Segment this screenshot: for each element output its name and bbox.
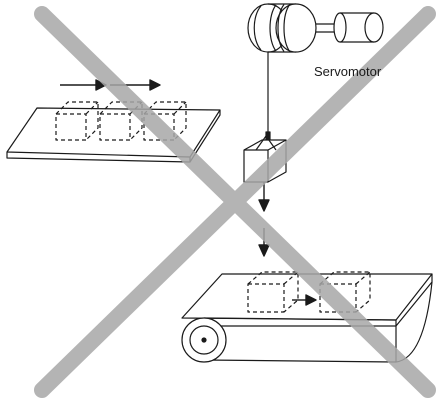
cable-drum bbox=[247, 3, 317, 53]
servomotor bbox=[247, 3, 384, 53]
conveyor-belt bbox=[181, 273, 433, 363]
table-workpieces bbox=[55, 101, 187, 141]
servomotor-label: Servomotor bbox=[314, 64, 382, 79]
lowering-arrows bbox=[258, 182, 270, 257]
prohibited-cross-mark bbox=[34, 6, 436, 398]
workpiece-outline bbox=[55, 101, 99, 141]
workpiece-outline bbox=[247, 271, 299, 313]
motor-body bbox=[333, 12, 384, 43]
hoist-cable bbox=[265, 52, 271, 141]
conveyor-arrow bbox=[292, 294, 317, 306]
workpiece-outline bbox=[143, 101, 187, 141]
